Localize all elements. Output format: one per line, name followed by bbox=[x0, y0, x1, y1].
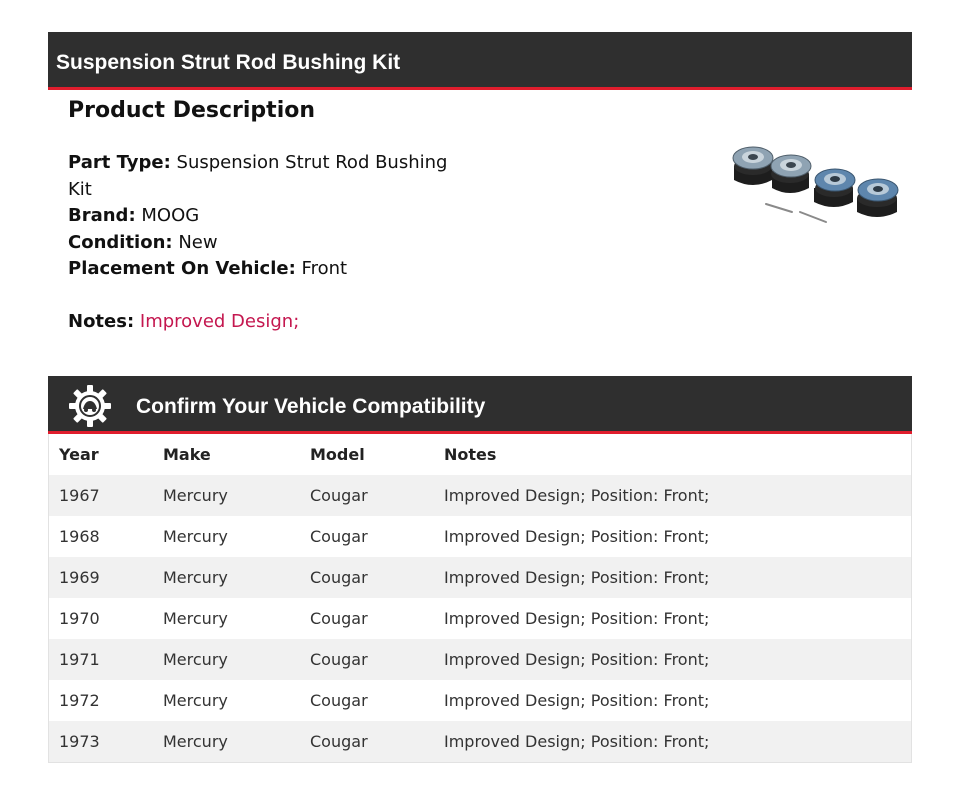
compatibility-title: Confirm Your Vehicle Compatibility bbox=[136, 395, 486, 418]
spec-part-type: Part Type: Suspension Strut Rod Bushing … bbox=[68, 150, 448, 203]
table-row: 1967 Mercury Cougar Improved Design; Pos… bbox=[48, 475, 912, 516]
cell-make: Mercury bbox=[163, 609, 228, 628]
table-row: 1969 Mercury Cougar Improved Design; Pos… bbox=[48, 557, 912, 598]
bushing-2 bbox=[770, 154, 812, 193]
table-row: 1971 Mercury Cougar Improved Design; Pos… bbox=[48, 639, 912, 680]
cell-model: Cougar bbox=[310, 568, 368, 587]
spec-placement: Placement On Vehicle: Front bbox=[68, 256, 448, 283]
spec-value: MOOG bbox=[141, 205, 200, 226]
cell-model: Cougar bbox=[310, 650, 368, 669]
cell-year: 1972 bbox=[59, 691, 100, 710]
cell-notes: Improved Design; Position: Front; bbox=[444, 650, 710, 669]
notes: Notes: Improved Design; bbox=[68, 309, 448, 335]
notes-label: Notes: bbox=[68, 310, 135, 332]
cell-model: Cougar bbox=[310, 691, 368, 710]
cell-year: 1968 bbox=[59, 527, 100, 546]
cell-year: 1971 bbox=[59, 650, 100, 669]
cell-notes: Improved Design; Position: Front; bbox=[444, 568, 710, 587]
spec-label: Placement On Vehicle: bbox=[68, 258, 296, 279]
cell-notes: Improved Design; Position: Front; bbox=[444, 609, 710, 628]
cell-notes: Improved Design; Position: Front; bbox=[444, 486, 710, 505]
cell-year: 1970 bbox=[59, 609, 100, 628]
notes-value: Improved Design; bbox=[139, 310, 300, 332]
cell-make: Mercury bbox=[163, 527, 228, 546]
cell-make: Mercury bbox=[163, 650, 228, 669]
table-row: 1970 Mercury Cougar Improved Design; Pos… bbox=[48, 598, 912, 639]
cell-make: Mercury bbox=[163, 691, 228, 710]
cell-notes: Improved Design; Position: Front; bbox=[444, 527, 710, 546]
cell-year: 1973 bbox=[59, 732, 100, 751]
cell-model: Cougar bbox=[310, 732, 368, 751]
spec-condition: Condition: New bbox=[68, 230, 448, 257]
table-row: 1973 Mercury Cougar Improved Design; Pos… bbox=[48, 721, 912, 763]
cell-model: Cougar bbox=[310, 609, 368, 628]
cell-make: Mercury bbox=[163, 568, 228, 587]
cell-notes: Improved Design; Position: Front; bbox=[444, 691, 710, 710]
bushing-4 bbox=[857, 178, 899, 217]
title-bar: Suspension Strut Rod Bushing Kit bbox=[48, 32, 912, 90]
table-row: 1968 Mercury Cougar Improved Design; Pos… bbox=[48, 516, 912, 557]
compatibility-bar: Confirm Your Vehicle Compatibility bbox=[48, 376, 912, 434]
product-description: Product Description Part Type: Suspensio… bbox=[68, 96, 448, 335]
spec-value: Front bbox=[301, 258, 348, 279]
column-header-model: Model bbox=[310, 445, 365, 464]
cell-make: Mercury bbox=[163, 732, 228, 751]
column-header-make: Make bbox=[163, 445, 211, 464]
bushing-kit-image bbox=[732, 146, 899, 223]
spec-label: Condition: bbox=[68, 231, 173, 253]
pin-1 bbox=[765, 203, 793, 213]
table-header-row: Year Make Model Notes bbox=[49, 434, 912, 475]
table-row: 1972 Mercury Cougar Improved Design; Pos… bbox=[48, 680, 912, 721]
pin-2 bbox=[799, 211, 827, 223]
cell-year: 1967 bbox=[59, 486, 100, 505]
cell-make: Mercury bbox=[163, 486, 228, 505]
page-title: Suspension Strut Rod Bushing Kit bbox=[56, 51, 401, 74]
cell-model: Cougar bbox=[310, 486, 368, 505]
spec-brand: Brand: MOOG bbox=[68, 203, 448, 230]
description-heading: Product Description bbox=[68, 98, 316, 123]
column-header-year: Year bbox=[59, 445, 99, 464]
bushing-1 bbox=[732, 146, 774, 185]
cell-year: 1969 bbox=[59, 568, 100, 587]
gear-car-icon bbox=[69, 385, 111, 427]
cell-model: Cougar bbox=[310, 527, 368, 546]
spec-value: New bbox=[178, 231, 218, 253]
spec-label: Brand: bbox=[68, 205, 136, 226]
spec-label: Part Type: bbox=[68, 152, 171, 173]
compatibility-table: Year Make Model Notes 1967 Mercury Couga… bbox=[48, 434, 912, 763]
cell-notes: Improved Design; Position: Front; bbox=[444, 732, 710, 751]
column-header-notes: Notes bbox=[444, 445, 497, 464]
spec-value: Suspension Strut Rod Bushing Kit bbox=[68, 152, 448, 200]
bushing-3 bbox=[814, 168, 856, 207]
